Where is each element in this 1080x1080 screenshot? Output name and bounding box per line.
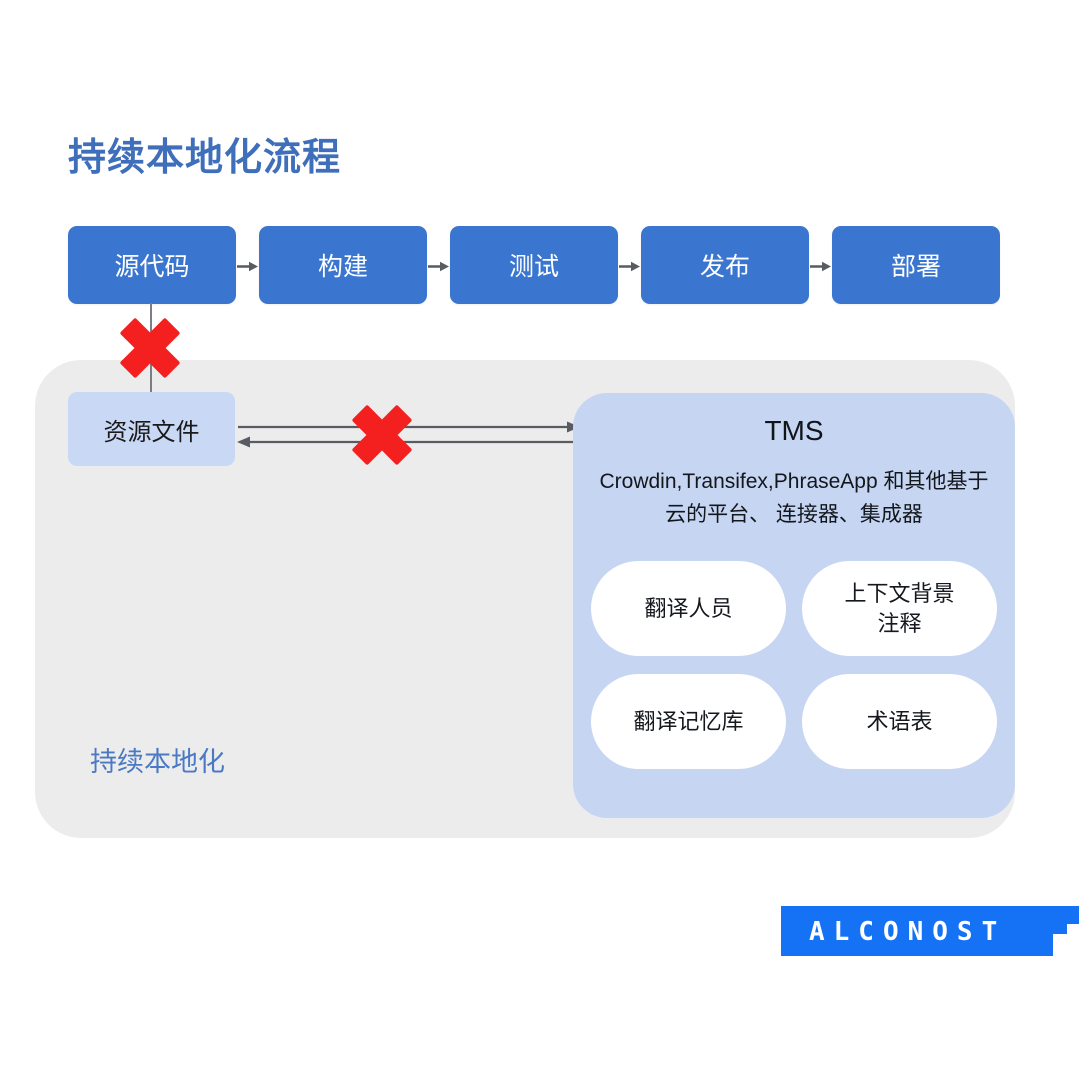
- alconost-logo: ALCONOST: [781, 906, 1079, 956]
- tms-card-glossary[interactable]: 术语表: [802, 674, 997, 769]
- pipeline-stage-source-code[interactable]: 源代码: [68, 226, 236, 304]
- arrow-right-icon: [810, 259, 832, 272]
- tms-card-label: 翻译记忆库: [633, 708, 744, 734]
- tms-card-translation-memory[interactable]: 翻译记忆库: [591, 674, 786, 769]
- resource-file-label: 资源文件: [103, 418, 200, 446]
- pipeline-stage-label: 测试: [508, 253, 559, 281]
- tms-description: Crowdin,Transifex,PhraseApp 和其他基于云的平台、 连…: [599, 470, 989, 526]
- pipeline-stage-label: 源代码: [114, 253, 190, 281]
- tms-title: TMS: [764, 415, 824, 446]
- tms-card-label: 上下文背景注释: [844, 580, 955, 636]
- tms-card-label: 翻译人员: [644, 595, 733, 621]
- tms-card-label: 术语表: [866, 708, 933, 734]
- arrow-right-icon: [237, 259, 259, 272]
- blocker-cross-icon: [118, 316, 182, 380]
- continuous-localization-label: 持续本地化: [90, 747, 225, 777]
- pipeline-stage-label: 部署: [890, 253, 941, 281]
- page-title: 持续本地化流程: [68, 137, 342, 179]
- pipeline-stage-test[interactable]: 测试: [450, 226, 618, 304]
- pipeline-stage-build[interactable]: 构建: [259, 226, 427, 304]
- pipeline-stage-label: 发布: [699, 253, 750, 281]
- arrow-right-icon: [428, 259, 450, 272]
- pipeline-stage-release[interactable]: 发布: [641, 226, 809, 304]
- tms-panel: TMS Crowdin,Transifex,PhraseApp 和其他基于云的平…: [573, 393, 1015, 818]
- blocker-cross-icon: [350, 403, 414, 467]
- resource-file-box[interactable]: 资源文件: [68, 392, 235, 466]
- arrow-right-icon: [619, 259, 641, 272]
- tms-card-translators[interactable]: 翻译人员: [591, 561, 786, 656]
- pipeline-stage-deploy[interactable]: 部署: [832, 226, 1000, 304]
- tms-card-list: 翻译人员 上下文背景注释 翻译记忆库 术语表: [591, 561, 997, 769]
- cicd-pipeline: 源代码 构建 测试 发布 部署: [68, 226, 1000, 304]
- tms-card-context-notes[interactable]: 上下文背景注释: [802, 561, 997, 656]
- alconost-logo-text: ALCONOST: [809, 917, 1007, 947]
- pipeline-stage-label: 构建: [317, 253, 368, 281]
